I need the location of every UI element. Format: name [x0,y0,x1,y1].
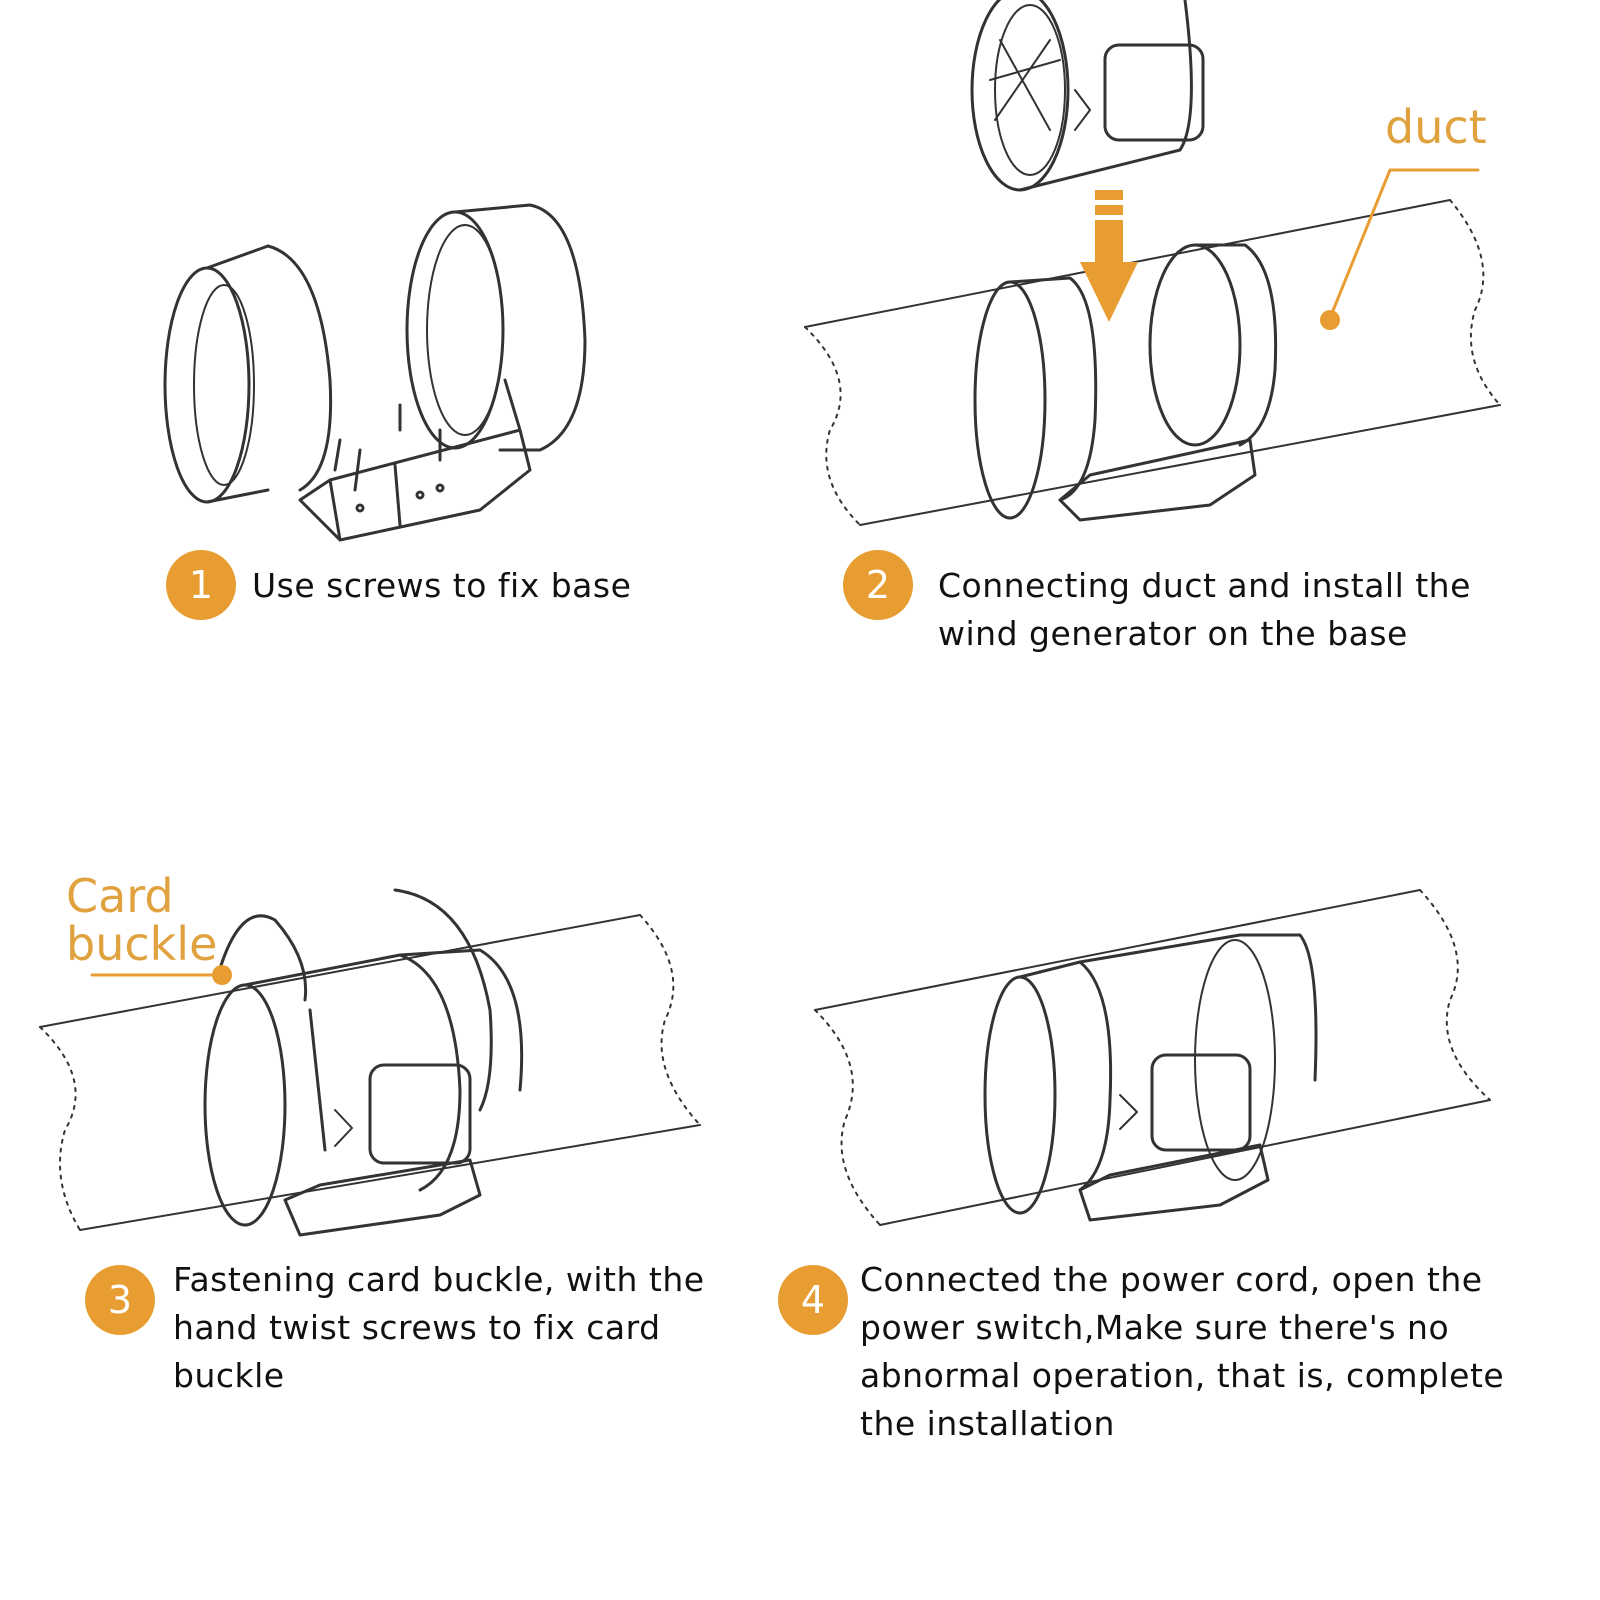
step-4-line1: Connected the power cord, open the [860,1260,1483,1299]
step-2-badge: 2 [843,550,913,620]
panel-2-illustration [804,0,1501,526]
step-2-line1: Connecting duct and install the [938,566,1471,605]
duct-label: duct [1385,100,1487,154]
step-3-line3: buckle [173,1356,285,1395]
step-4-line4: the installation [860,1404,1115,1443]
panel-4-illustration [814,889,1491,1226]
step-2-text: Connecting duct and install the wind gen… [938,562,1471,658]
panel-3-illustration [39,888,701,1237]
step-3-badge: 3 [85,1265,155,1335]
card-buckle-label: Card buckle [66,872,217,968]
step-3-line2: hand twist screws to fix card [173,1308,661,1347]
step-1-badge: 1 [166,550,236,620]
step-4-badge: 4 [778,1265,848,1335]
step-1-line1: Use screws to fix base [252,566,632,605]
step-1-text: Use screws to fix base [252,562,631,610]
step-3-text: Fastening card buckle, with the hand twi… [173,1256,705,1400]
panel-1-illustration [163,203,587,542]
step-4-line2: power switch,Make sure there's no [860,1308,1450,1347]
duct-callout-leader [1320,168,1480,330]
step-2-line2: wind generator on the base [938,614,1408,653]
step-4-text: Connected the power cord, open the power… [860,1256,1504,1448]
step-4-line3: abnormal operation, that is, complete [860,1356,1505,1395]
card-buckle-callout-leader [90,965,232,985]
step-3-line1: Fastening card buckle, with the [173,1260,705,1299]
card-buckle-label-line1: Card [66,869,174,923]
down-arrow-icon [1080,190,1138,322]
card-buckle-label-line2: buckle [66,917,218,971]
